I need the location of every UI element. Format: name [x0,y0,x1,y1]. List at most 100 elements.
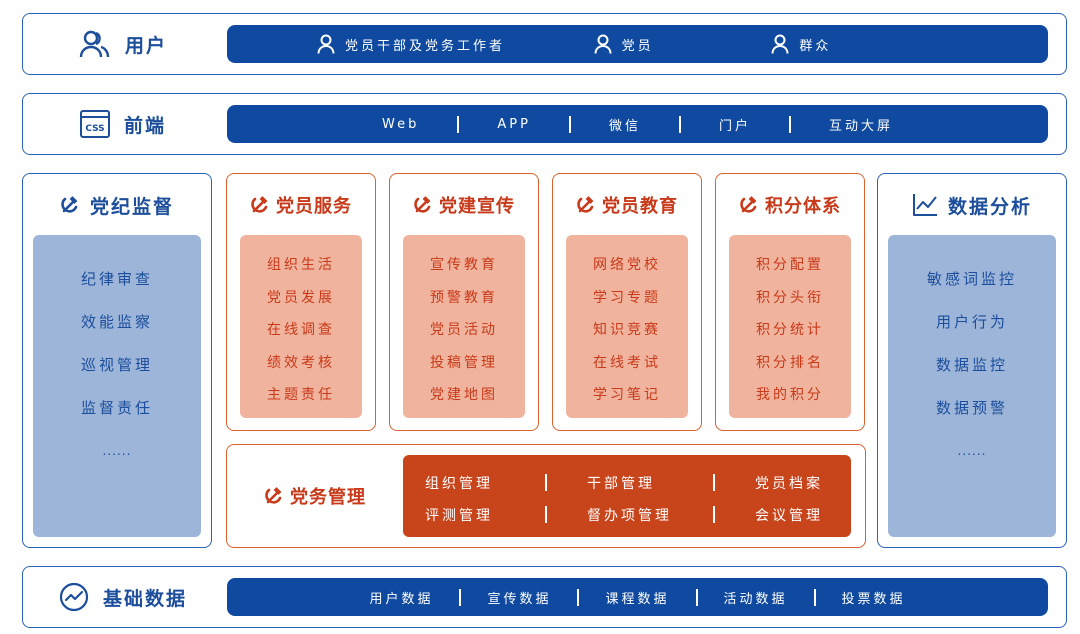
list-item: 数据监控 [935,356,1008,374]
user-type-cadre: 党员干部及党务工作者 [317,34,594,54]
affairs-header: 党务管理 [227,445,403,547]
affairs-title: 党务管理 [290,487,366,508]
frontend-item: 互动大屏 [828,118,893,134]
users-title: 用户 [124,34,167,57]
base-data-item: 宣传数据 [487,591,552,607]
base-data-row: 基础数据 用户数据 宣传数据 课程数据 活动数据 投票数据 [22,566,1067,628]
list-item: 积分头衔 [756,289,824,306]
module-points-system: 积分体系 积分配置 积分头衔 积分统计 积分排名 我的积分 [715,173,865,431]
list-item: 积分统计 [756,322,824,339]
list-item: 预警教育 [430,289,498,306]
frontend-item: 门户 [718,118,751,134]
list-item: 积分排名 [756,354,824,371]
base-data-item: 用户数据 [369,591,434,607]
frontend-item: Web [382,116,420,132]
list-item: 巡视管理 [80,356,153,374]
frontend-row-header: CSS 前端 [23,94,223,154]
frontend-row: CSS 前端 Web APP 微信 门户 互动大屏 [22,93,1067,155]
base-data-bar: 用户数据 宣传数据 课程数据 活动数据 投票数据 [227,578,1048,616]
hammer-sickle-icon [250,195,270,215]
user-type-label: 党员 [621,38,654,54]
hammer-sickle-icon [413,195,433,215]
base-data-item: 课程数据 [605,591,670,607]
module-party-publicity: 党建宣传 宣传教育 预警教育 党员活动 投稿管理 党建地图 [389,173,539,431]
list-item-ellipsis: ...... [957,443,987,458]
list-item: 绩效考核 [267,354,335,371]
analytics-list: 敏感词监控 用户行为 数据监控 数据预警 ...... [888,235,1056,537]
users-row: 用户 党员干部及党务工作者 党员 群众 [22,13,1067,75]
module-list: 组织生活 党员发展 在线调查 绩效考核 主题责任 [240,235,362,418]
module-title: 党员教育 [602,196,678,217]
list-item: 组织生活 [267,257,335,274]
module-header: 党员教育 [553,174,701,236]
hammer-sickle-icon [576,195,596,215]
separator [568,115,571,133]
person-icon [771,34,789,54]
line-chart-icon [912,193,938,217]
list-item: 效能监察 [80,313,153,331]
list-item: 在线调查 [267,322,335,339]
frontend-item: APP [497,116,531,132]
module-list: 宣传教育 预警教育 党员活动 投稿管理 党建地图 [403,235,525,418]
separator [713,506,715,523]
hammer-sickle-icon [60,195,80,215]
base-data-title: 基础数据 [102,587,187,610]
base-data-item: 投票数据 [841,591,906,607]
separator [713,474,715,491]
module-header: 党建宣传 [390,174,538,236]
list-item: 敏感词监控 [926,270,1017,288]
affairs-item: 组织管理 [425,476,493,492]
module-list: 积分配置 积分头衔 积分统计 积分排名 我的积分 [729,235,851,418]
module-title: 积分体系 [765,196,841,217]
list-item: 数据预警 [935,399,1008,417]
hammer-sickle-icon [739,195,759,215]
trend-circle-icon [59,582,89,612]
module-title: 党建宣传 [439,196,515,217]
separator [695,588,698,606]
list-item: 监督责任 [80,399,153,417]
discipline-list: 纪律审查 效能监察 巡视管理 监督责任 ...... [33,235,201,537]
list-item: 在线考试 [593,354,661,371]
list-item: 学习笔记 [593,387,661,404]
separator [457,115,460,133]
list-item-ellipsis: ...... [102,443,132,458]
list-item: 投稿管理 [430,354,498,371]
affairs-panel: 党务管理 组织管理 干部管理 党员档案 评测管理 督办项管理 会议管理 [226,444,866,548]
module-list: 网络党校 学习专题 知识竞赛 在线考试 学习笔记 [566,235,688,418]
separator [545,506,547,523]
discipline-header: 党纪监督 [23,174,211,236]
affairs-item: 会议管理 [755,508,823,524]
separator [678,115,681,133]
list-item: 党员活动 [430,322,498,339]
analytics-panel: 数据分析 敏感词监控 用户行为 数据监控 数据预警 ...... [877,173,1067,548]
affairs-item: 党员档案 [755,476,823,492]
user-type-label: 群众 [799,38,832,54]
separator [577,588,580,606]
svg-text:CSS: CSS [85,124,104,134]
person-icon [317,34,335,54]
list-item: 积分配置 [756,257,824,274]
list-item: 党建地图 [430,387,498,404]
frontend-title: 前端 [123,114,166,137]
affairs-item: 干部管理 [587,476,655,492]
base-data-header: 基础数据 [23,567,223,627]
list-item: 党员发展 [267,289,335,306]
person-icon [594,34,612,54]
list-item: 纪律审查 [80,270,153,288]
css-file-icon: CSS [79,110,110,138]
module-header: 党员服务 [227,174,375,236]
list-item: 知识竞赛 [593,322,661,339]
separator [545,474,547,491]
hammer-sickle-icon [264,486,284,506]
list-item: 用户行为 [935,313,1008,331]
list-item: 我的积分 [756,387,824,404]
list-item: 学习专题 [593,289,661,306]
module-member-education: 党员教育 网络党校 学习专题 知识竞赛 在线考试 学习笔记 [552,173,702,431]
list-item: 宣传教育 [430,257,498,274]
discipline-title: 党纪监督 [89,195,174,218]
users-bar: 党员干部及党务工作者 党员 群众 [227,25,1048,63]
affairs-item: 评测管理 [425,508,493,524]
users-row-header: 用户 [23,14,223,74]
separator [459,588,462,606]
list-item: 主题责任 [267,387,335,404]
